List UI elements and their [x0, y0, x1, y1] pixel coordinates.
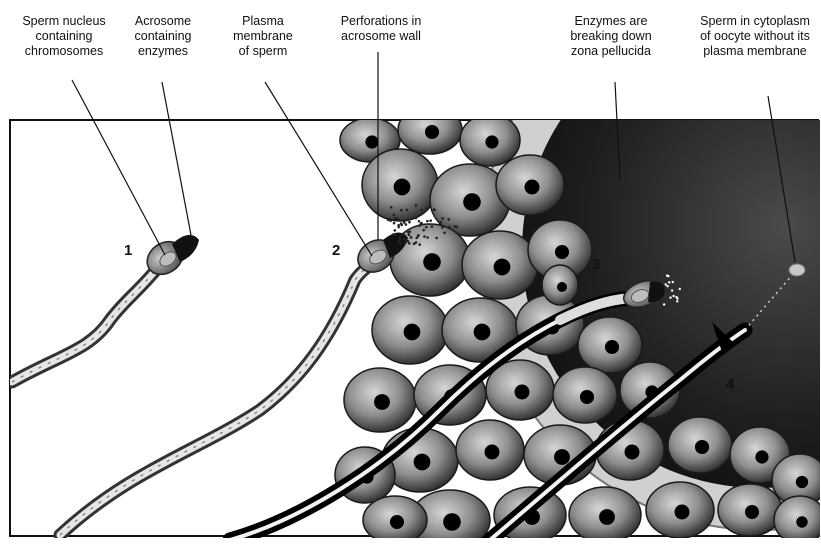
follicle-cell — [542, 265, 578, 305]
label-enzymes-zona: Enzymes are breaking down zona pellucida — [556, 14, 666, 59]
stage-number-3: 3 — [592, 256, 600, 273]
follicle-cell — [718, 484, 782, 536]
sperm-nucleus-in-cytoplasm — [789, 264, 805, 276]
follicle-cell — [363, 496, 427, 540]
follicle-cell — [460, 114, 520, 166]
follicle-cell — [456, 420, 524, 480]
follicle-cell — [462, 231, 538, 299]
stage-number-2: 2 — [332, 242, 340, 259]
stage-number-1: 1 — [124, 242, 132, 259]
stage-number-4: 4 — [726, 376, 734, 393]
follicle-cell — [496, 155, 564, 215]
label-perforations: Perforations in acrosome wall — [326, 14, 436, 44]
follicle-cell — [774, 496, 821, 540]
follicle-cell — [646, 482, 714, 538]
follicle-cell — [578, 317, 642, 373]
label-acrosome: Acrosome containing enzymes — [118, 14, 208, 59]
follicle-cell — [398, 106, 462, 154]
label-sperm-cytoplasm: Sperm in cytoplasm of oocyte without its… — [690, 14, 820, 59]
label-sperm-nucleus: Sperm nucleus containing chromosomes — [4, 14, 124, 59]
follicle-cell — [372, 296, 448, 364]
follicle-cell — [668, 417, 732, 473]
follicle-cell — [344, 368, 416, 432]
follicle-cell — [362, 149, 438, 221]
follicle-cell — [569, 487, 641, 540]
follicle-cell — [553, 367, 617, 423]
label-plasma-membrane: Plasma membrane of sperm — [228, 14, 298, 59]
